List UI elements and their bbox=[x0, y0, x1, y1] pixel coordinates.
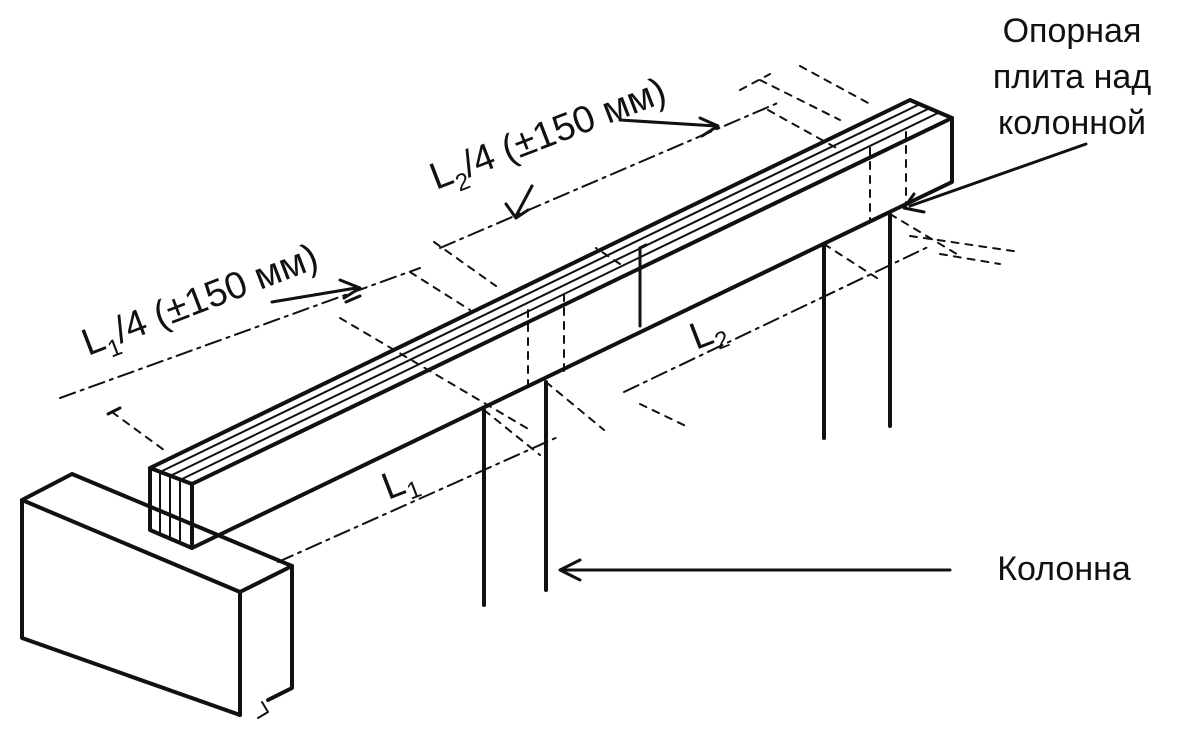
span-2-label: L2 bbox=[684, 307, 733, 363]
laminated-beam bbox=[148, 98, 954, 550]
svg-text:L1: L1 bbox=[376, 457, 425, 513]
splice-1-label: L1/4 (±150 мм) bbox=[76, 236, 326, 371]
splice-2-label: L2/4 (±150 мм) bbox=[424, 70, 674, 205]
end-support-block bbox=[20, 472, 294, 719]
dimension-lines bbox=[59, 65, 1021, 563]
svg-text:L1/4 (±150 мм): L1/4 (±150 мм) bbox=[76, 236, 326, 371]
column-1 bbox=[482, 293, 605, 607]
column-callout: Колонна bbox=[997, 550, 1131, 588]
callout-line-3: колонной bbox=[998, 104, 1146, 142]
callout-line-1: Опорная bbox=[1003, 12, 1142, 50]
span-1-label: L1 bbox=[376, 457, 425, 513]
svg-text:L2/4 (±150 мм): L2/4 (±150 мм) bbox=[424, 70, 674, 205]
column-2 bbox=[822, 131, 961, 440]
support-plate-callout: Опорная плита над колонной bbox=[993, 12, 1151, 142]
splice-2-rest: /4 (±150 мм) bbox=[456, 70, 671, 186]
leader-arrows bbox=[270, 116, 1088, 582]
splice-1-rest: /4 (±150 мм) bbox=[108, 236, 323, 352]
svg-text:L2: L2 bbox=[684, 307, 733, 363]
callout-line-2: плита над bbox=[993, 58, 1151, 96]
